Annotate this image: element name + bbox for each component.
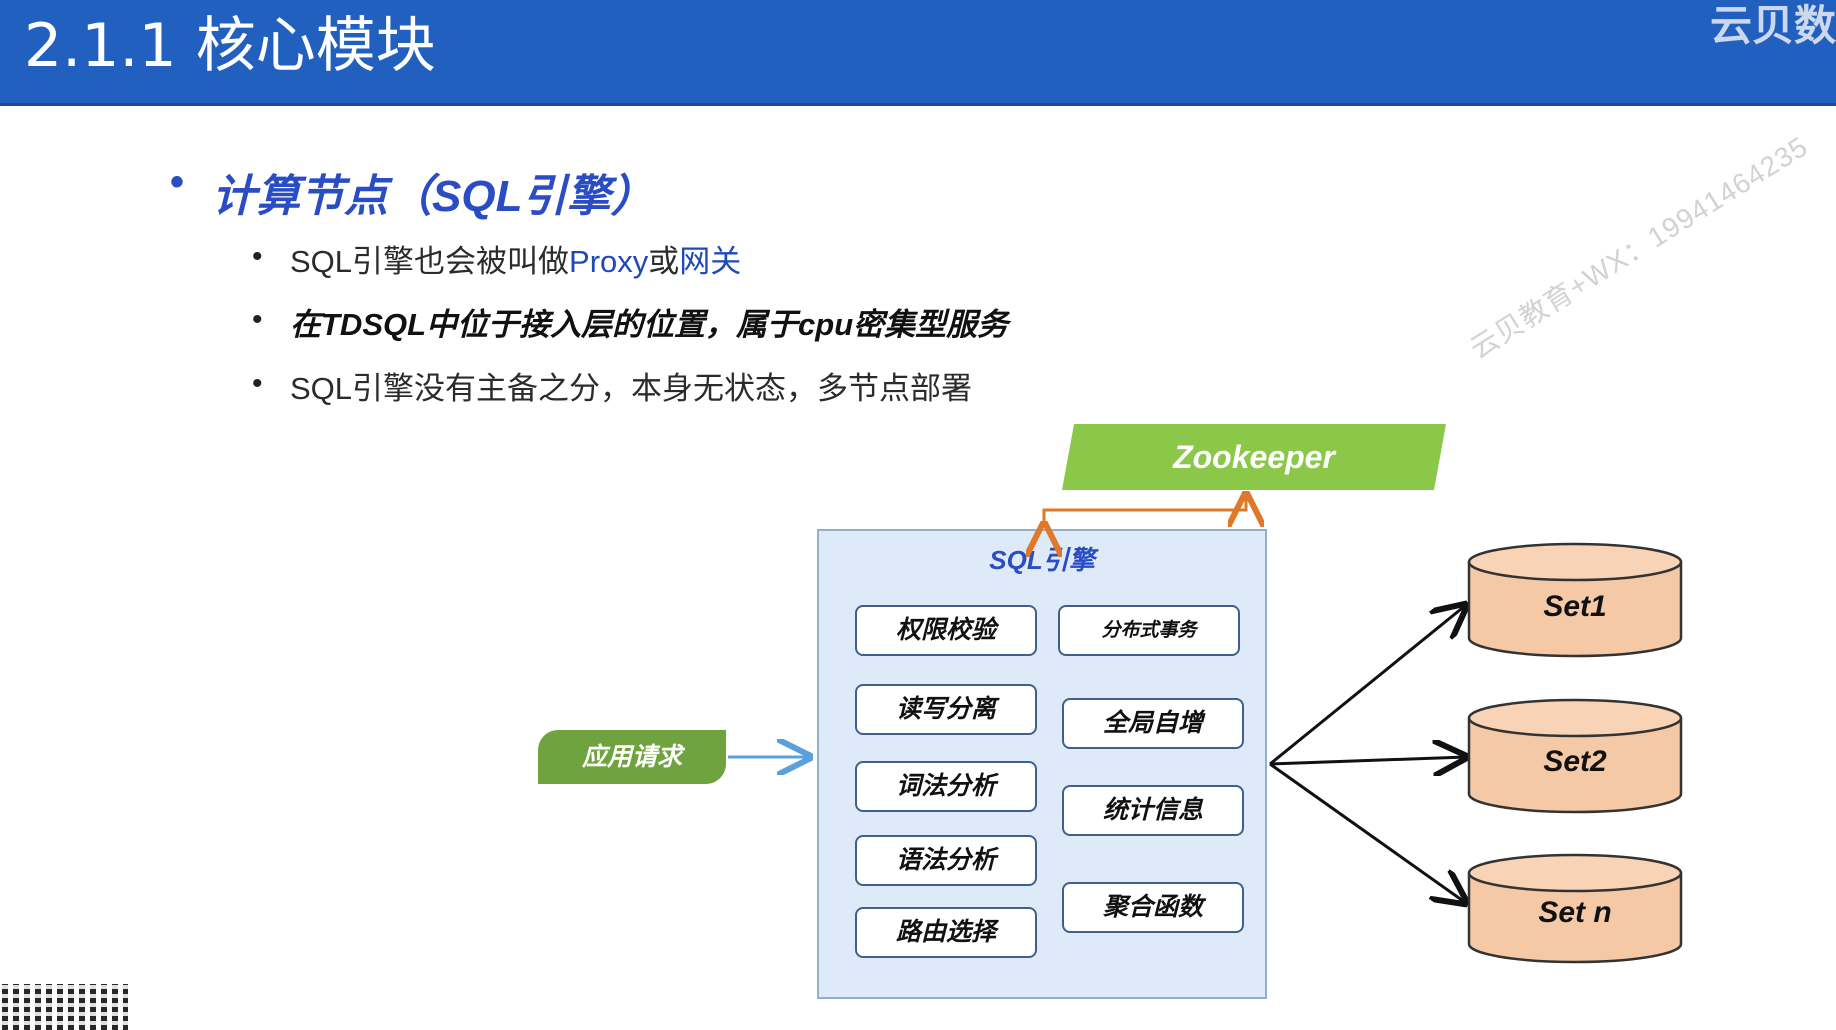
db-cylinder-set2 bbox=[1467, 698, 1683, 814]
module-read-write-split: 读写分离 bbox=[855, 684, 1037, 735]
section-title: 计算节点（SQL引擎） bbox=[212, 172, 655, 221]
db-cylinder-setn bbox=[1467, 853, 1683, 964]
engine-to-setn-arrow bbox=[1269, 762, 1466, 903]
set2-label: Set2 bbox=[1543, 745, 1607, 778]
module-syntax-analysis: 语法分析 bbox=[855, 835, 1037, 886]
bullet-line-2: 在TDSQL中位于接入层的位置，属于cpu密集型服务 bbox=[290, 307, 1009, 342]
bullet-line-1-proxy: Proxy bbox=[569, 244, 649, 279]
zookeeper-engine-link bbox=[1044, 494, 1246, 524]
slide-header bbox=[0, 0, 1836, 106]
set1-label: Set1 bbox=[1543, 590, 1607, 623]
engine-to-set2-arrow bbox=[1269, 757, 1466, 764]
bullet-line-3: SQL引擎没有主备之分，本身无状态，多节点部署 bbox=[290, 371, 973, 406]
bullet-dot-2: • bbox=[252, 303, 263, 336]
engine-to-set1-arrow bbox=[1269, 605, 1466, 766]
bullet-dot-3: • bbox=[252, 367, 263, 400]
module-distributed-transaction: 分布式事务 bbox=[1058, 605, 1240, 656]
zookeeper-shape bbox=[1062, 424, 1446, 490]
bullet-dot-1: • bbox=[252, 240, 263, 273]
bullet-line-1-gateway: 网关 bbox=[679, 244, 742, 279]
module-aggregate-functions: 聚合函数 bbox=[1062, 882, 1244, 933]
module-statistics: 统计信息 bbox=[1062, 785, 1244, 836]
qr-code-overlay bbox=[2, 984, 128, 1030]
module-global-auto-increment: 全局自增 bbox=[1062, 698, 1244, 749]
setn-label: Set n bbox=[1538, 896, 1612, 929]
bullet-line-1-text-c: 或 bbox=[648, 244, 680, 279]
slide-title: 2.1.1 核心模块 bbox=[24, 11, 436, 81]
module-route-selection: 路由选择 bbox=[855, 907, 1037, 958]
bullet-line-1-text-a: SQL引擎也会被叫做 bbox=[290, 244, 570, 279]
bullet-line-1: SQL引擎也会被叫做Proxy或网关 bbox=[290, 236, 741, 281]
module-permission-check: 权限校验 bbox=[855, 605, 1037, 656]
app-request-node: 应用请求 bbox=[538, 730, 726, 784]
db-cylinder-set1 bbox=[1467, 542, 1683, 658]
module-lexical-analysis: 词法分析 bbox=[855, 761, 1037, 812]
brand-logo-text: 云贝数 bbox=[1709, 2, 1836, 49]
section-bullet: • bbox=[170, 160, 185, 204]
zookeeper-label: Zookeeper bbox=[1173, 439, 1335, 475]
